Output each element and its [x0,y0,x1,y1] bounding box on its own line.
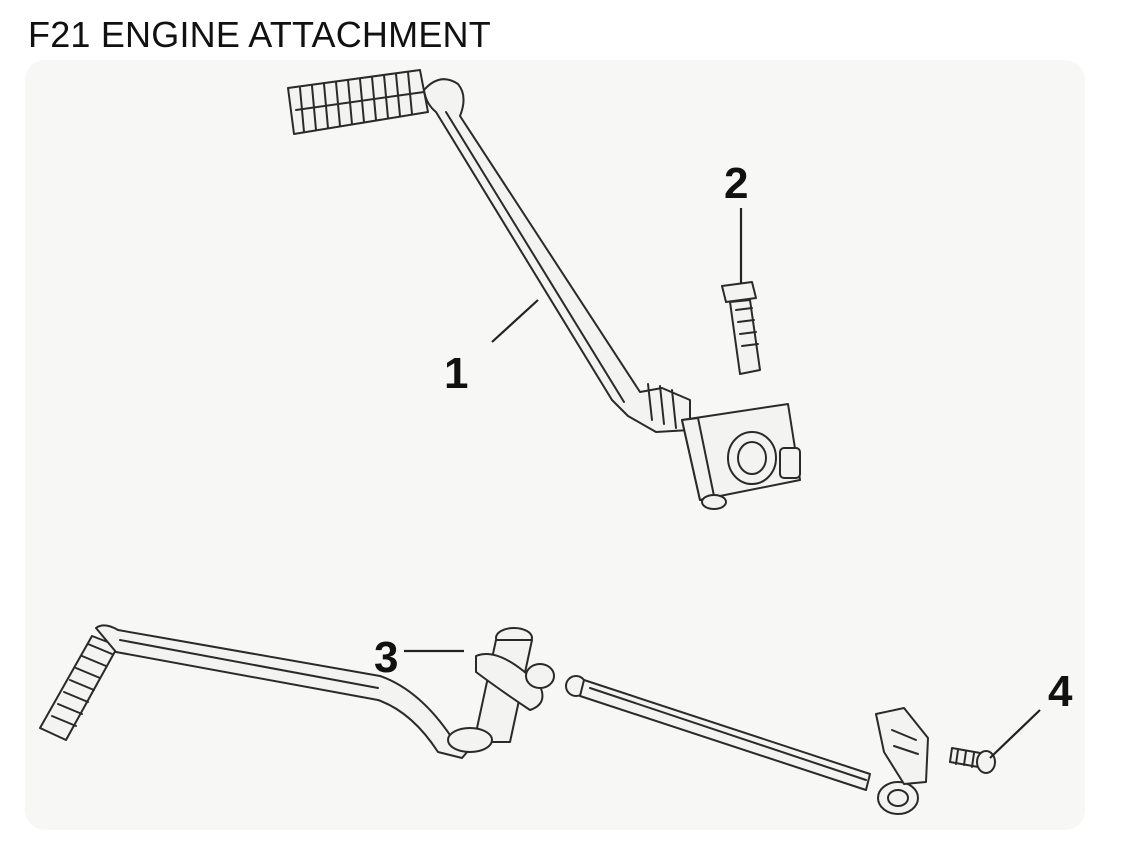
bolt-upper[interactable] [721,281,761,375]
shift-linkage-rod[interactable] [525,663,929,815]
gear-shift-pedal[interactable] [39,624,544,759]
page-title: F21 ENGINE ATTACHMENT [28,14,491,55]
shift-pedal-arm [95,624,475,759]
kick-lever-hub [681,403,801,510]
callout-number-3: 3 [374,633,398,682]
callout-number-4: 4 [1048,667,1073,716]
shift-pedal-shaft [447,627,544,753]
diagram-background [25,60,1085,830]
kick-start-lever[interactable] [287,69,801,510]
callout-number-2: 2 [724,159,748,208]
callout-number-1: 1 [444,349,468,398]
leader-line-1 [491,299,539,343]
leader-line-4 [989,709,1041,759]
kick-lever-arm [423,78,691,433]
bolt-lower[interactable] [949,747,996,774]
kick-lever-grip [287,69,429,135]
